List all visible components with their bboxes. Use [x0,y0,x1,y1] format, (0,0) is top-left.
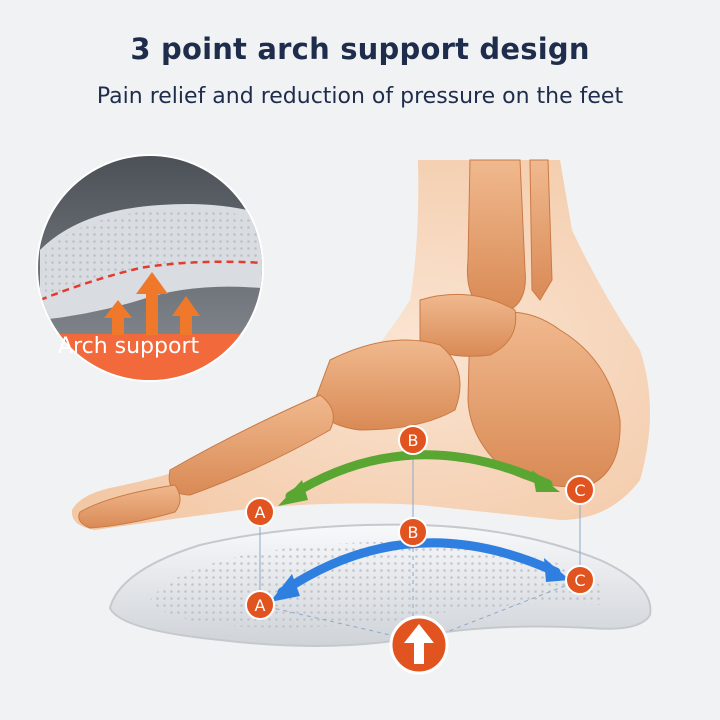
heel-bone [467,311,621,488]
point-label-b: B [408,431,419,450]
toe-bones [78,484,181,529]
point-marker-insole-c: C [565,565,595,595]
metatarsal-bones [168,394,334,496]
fibula-bone [529,159,553,301]
point-marker-insole-a: A [245,590,275,620]
blue-arrowhead-right [544,558,570,582]
point-label-c: C [574,571,585,590]
point-label-a: A [255,596,266,615]
point-marker-foot-c: C [565,475,595,505]
arch-support-inset [36,154,264,382]
green-arch-arrow [285,450,553,501]
blue-arrowhead-left [270,574,300,602]
point-label-c: C [574,481,585,500]
point-label-b: B [408,523,419,542]
point-marker-insole-b: B [398,517,428,547]
point-label-a: A [255,503,266,522]
pressure-dashes [259,532,581,641]
point-marker-foot-a: A [245,497,275,527]
up-arrow-icon [389,615,449,675]
arch-support-label: Arch support [58,334,200,359]
page-title: 3 point arch support design [130,32,590,66]
midfoot-bones [314,339,461,431]
page-subtitle: Pain relief and reduction of pressure on… [96,84,624,109]
point-marker-foot-b: B [398,425,428,455]
green-arrowhead-left [278,480,308,506]
tibia-bone [467,159,526,311]
green-arrowhead-right [532,470,560,492]
